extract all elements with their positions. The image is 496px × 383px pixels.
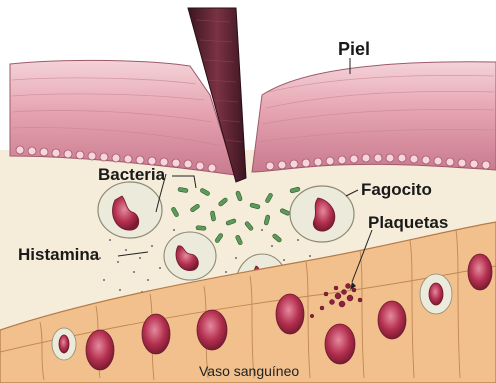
label-piel: Piel (338, 40, 370, 58)
phagocyte-right (290, 186, 354, 242)
label-plaquetas: Plaquetas (368, 214, 448, 231)
skin-layer-right (252, 62, 496, 172)
label-fagocito: Fagocito (361, 181, 432, 198)
label-histamina: Histamina (18, 246, 99, 263)
label-vaso-sanguineo: Vaso sanguíneo (199, 364, 299, 378)
label-bacteria: Bacteria (98, 166, 165, 183)
phagocyte-center-left (164, 232, 216, 280)
phagocyte-left (98, 182, 162, 238)
